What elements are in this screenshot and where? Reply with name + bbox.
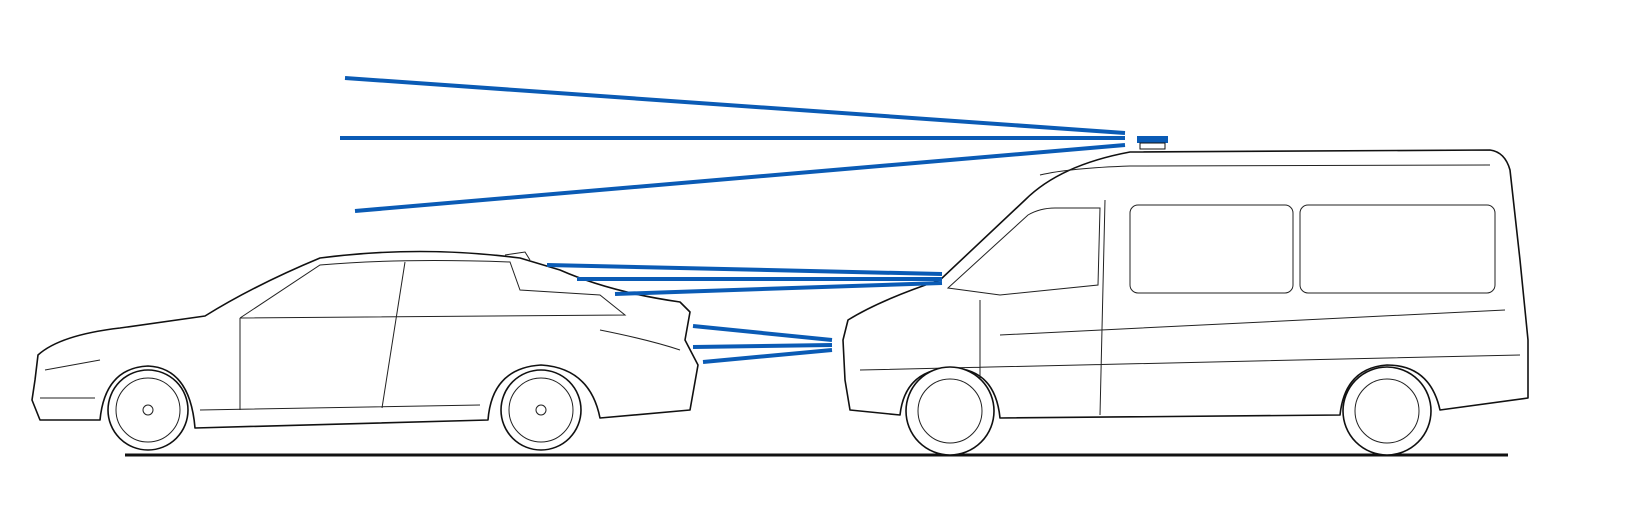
car-rear-wheel bbox=[500, 369, 582, 451]
grille-beam-2 bbox=[692, 343, 833, 349]
roof-beam-upper bbox=[344, 76, 1126, 135]
car-front-wheel bbox=[107, 369, 189, 451]
sedan-car bbox=[31, 250, 699, 451]
grille-beam-3 bbox=[702, 348, 833, 364]
car-body bbox=[31, 250, 699, 429]
car-windows bbox=[239, 260, 627, 319]
beacon-base bbox=[1139, 142, 1166, 150]
light-beams bbox=[340, 76, 1126, 364]
grille-beam-1 bbox=[692, 324, 833, 342]
van-window-1 bbox=[1129, 204, 1294, 294]
windshield-beam-1 bbox=[546, 263, 943, 276]
van-rear-wheel bbox=[1342, 366, 1432, 456]
van-window-2 bbox=[1299, 204, 1496, 294]
roof-beam-lower bbox=[354, 143, 1126, 213]
van-cab-window bbox=[946, 207, 1101, 296]
windshield-beam-3 bbox=[614, 281, 943, 296]
van-front-wheel bbox=[905, 366, 995, 456]
emergency-van bbox=[842, 136, 1529, 456]
roof-beacon-light bbox=[1137, 136, 1168, 143]
